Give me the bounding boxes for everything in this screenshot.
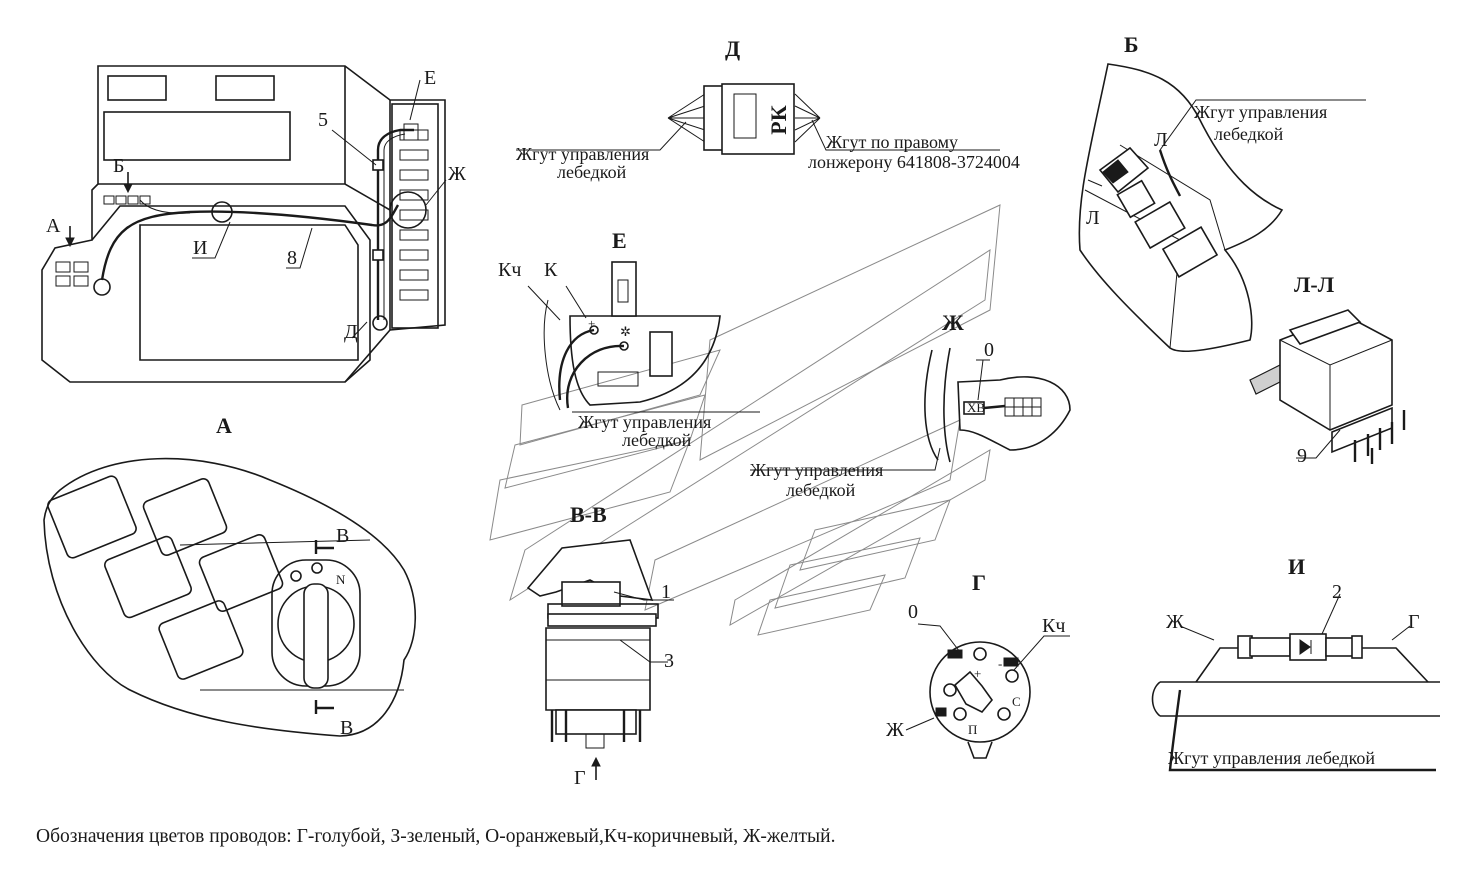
label-A: А	[46, 215, 61, 237]
view-B-label-L-left: Л	[1086, 207, 1100, 229]
view-G-label-0: 0	[908, 601, 918, 623]
view-D-harness-right-2: лонжерону 641808-3724004	[808, 152, 1020, 172]
view-LL-title: Л-Л	[1294, 272, 1335, 297]
view-E-label-K: К	[544, 259, 558, 281]
view-A-label-V-bottom: В	[340, 717, 353, 739]
view-A-title: А	[216, 413, 232, 438]
view-G-minus: -	[998, 656, 1002, 671]
view-D-harness-left-1: Жгут управления	[516, 144, 649, 164]
view-E-harness-1: Жгут управления	[578, 412, 711, 432]
view-D-relay: Д РК Жгут управления лебедкой Жгут по пр…	[516, 36, 1020, 182]
view-Zh-harness-1: Жгут управления	[750, 460, 883, 480]
view-A-label-V-top: В	[336, 525, 349, 547]
view-E-label-Kch: Кч	[498, 259, 521, 281]
view-LL-switch: Л-Л 9	[1249, 272, 1406, 467]
view-Zh-title: Ж	[942, 310, 964, 335]
wire-color-legend: Обозначения цветов проводов: Г-голубой, …	[36, 826, 836, 847]
label-I: И	[193, 237, 207, 259]
view-B-harness-1: Жгут управления	[1194, 102, 1327, 122]
view-B-panel: Б Л Л Жгут управления лебедкой	[1078, 32, 1366, 353]
view-A-panel: А N В В	[43, 413, 417, 739]
view-Zh-harness-2: лебедкой	[786, 480, 856, 500]
view-I-diode: И 2 Ж Г Жгут управления лебедкой	[1151, 554, 1440, 772]
view-B-harness-2: лебедкой	[1214, 124, 1284, 144]
view-Zh-detail: Ж ХВ 0 Жгут управления лебедкой	[750, 310, 1071, 500]
view-G-c: С	[1012, 694, 1021, 709]
view-G-title: Г	[972, 570, 986, 595]
view-D-title: Д	[725, 36, 740, 61]
view-G-label-Kch: Кч	[1042, 615, 1065, 637]
relay-label: РК	[766, 105, 791, 134]
label-E: Е	[424, 67, 436, 89]
svg-text:+: +	[588, 316, 595, 331]
view-B-label-L-top: Л	[1154, 129, 1168, 151]
view-VV-title: В-В	[570, 502, 607, 527]
view-Zh-label-0: 0	[984, 339, 994, 361]
cab-dashboard-view: Е 5 Ж Б А И 8 Д	[41, 65, 466, 383]
label-5: 5	[318, 109, 328, 131]
view-A-label-N: N	[336, 572, 346, 587]
view-D-harness-left-2: лебедкой	[557, 162, 627, 182]
view-E-harness-2: лебедкой	[622, 430, 692, 450]
view-G-p: П	[968, 722, 977, 737]
view-E-connector: Е + ✲ Кч К Жгут управления лебедкой	[498, 228, 760, 450]
label-D: Д	[344, 321, 358, 343]
view-I-harness: Жгут управления лебедкой	[1168, 748, 1375, 768]
view-E-title: Е	[612, 228, 627, 253]
view-VV-label-3: 3	[664, 650, 674, 672]
label-B: Б	[113, 155, 124, 177]
label-8: 8	[287, 247, 297, 269]
view-I-label-G: Г	[1408, 611, 1420, 633]
label-Zh: Ж	[448, 163, 466, 185]
view-I-title: И	[1288, 554, 1305, 579]
view-VV-section: В-В 1 3 Г	[526, 502, 674, 789]
view-G-rear: Г 0 Кч Ж + - С П	[886, 570, 1070, 759]
view-Zh-xb: ХВ	[967, 400, 985, 415]
view-G-label-Zh: Ж	[886, 719, 904, 741]
svg-text:✲: ✲	[620, 324, 631, 339]
view-I-label-Zh: Ж	[1166, 611, 1184, 633]
view-VV-label-1: 1	[661, 581, 671, 603]
view-VV-label-G: Г	[574, 767, 586, 789]
view-I-label-2: 2	[1332, 581, 1342, 603]
view-G-plus: +	[974, 666, 981, 681]
view-B-title: Б	[1124, 32, 1139, 57]
view-D-harness-right-1: Жгут по правому	[826, 132, 958, 152]
view-LL-label-9: 9	[1297, 445, 1307, 467]
